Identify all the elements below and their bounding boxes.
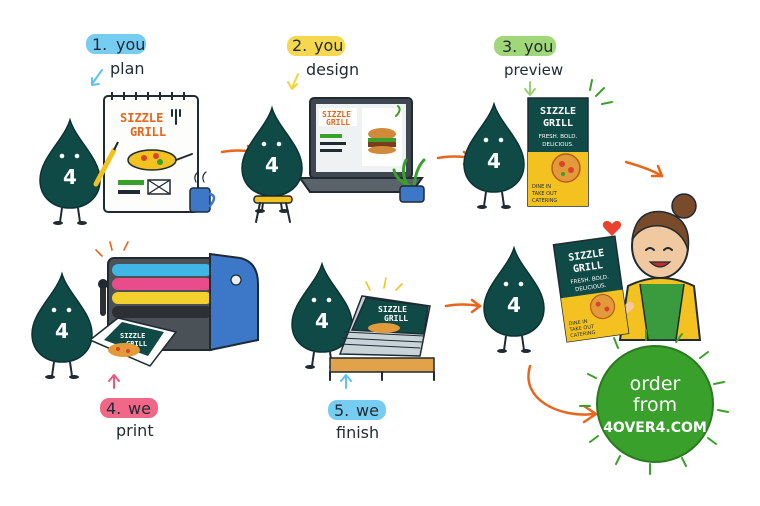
step-preview: 3. you preview 4 SIZZLE GRILL FRESH. BOL…	[463, 36, 613, 210]
step-verb: preview	[504, 61, 563, 79]
sheet-logo-line1: SIZZLE	[120, 332, 145, 340]
stack-logo-line2: GRILL	[384, 314, 408, 323]
flow-arrow-3-finale	[624, 160, 664, 178]
screen-logo-line2: GRILL	[326, 118, 350, 127]
sketch-logo-line2: GRILL	[130, 125, 166, 139]
pizza-sketch	[127, 149, 177, 171]
mascot-label: 4	[265, 153, 279, 177]
sketchbook: SIZZLE GRILL	[103, 92, 199, 213]
step-number: 2.	[292, 36, 307, 55]
step-number: 1.	[92, 35, 107, 54]
mascot-label: 4	[315, 309, 329, 333]
delivered-tagline-1: FRESH. BOLD.	[570, 274, 609, 285]
step-verb: plan	[110, 59, 145, 78]
delivered-tagline-2: DELICIOUS.	[575, 283, 607, 293]
plant-icon	[392, 158, 426, 203]
order-site-link[interactable]: 4OVER4.COM	[603, 420, 707, 436]
step-plan: 1. you plan SIZZLE GRILL 4	[39, 34, 216, 226]
finished-stack: SIZZLE GRILL	[329, 295, 435, 381]
step-label-highlight	[494, 36, 556, 56]
step-verb: design	[306, 60, 359, 79]
poster-line1: SIZZLE	[540, 106, 576, 117]
delivered-service-2: TAKE OUT	[568, 324, 595, 334]
poster-service-3: CATERING	[532, 198, 557, 204]
delivered-service-3: CATERING	[570, 330, 596, 339]
flow-arrow-to-order	[527, 364, 596, 416]
screen-logo-line1: SIZZLE	[322, 110, 351, 119]
poster-service-1: DINE IN	[532, 184, 551, 190]
pencil-icon	[93, 147, 117, 187]
step-number: 3.	[502, 37, 517, 56]
flow-arrow-5-delivery	[444, 298, 482, 314]
step-pronoun: you	[524, 37, 553, 56]
step-pronoun: we	[128, 399, 151, 418]
poster-tagline-2: DELICIOUS.	[542, 142, 574, 148]
coffee-mug-icon	[189, 171, 216, 213]
step-label-highlight	[86, 34, 146, 54]
sheet-logo-line2: GRILL	[126, 340, 147, 348]
step-label-highlight	[100, 398, 158, 418]
poster-line2: GRILL	[543, 118, 573, 129]
delivered-poster-line1: SIZZLE	[568, 248, 605, 264]
pointer-arrow	[91, 69, 103, 85]
printed-sheet: SIZZLE GRILL	[88, 317, 178, 367]
mascot-label: 4	[55, 319, 69, 343]
delivered-poster-line2: GRILL	[572, 260, 603, 275]
step-verb: print	[116, 421, 154, 440]
step-pronoun: you	[314, 36, 343, 55]
order-line2: from	[633, 394, 677, 416]
mascot-label: 4	[63, 165, 77, 189]
step-number: 5.	[334, 401, 349, 420]
step-finish: 4 SIZZLE GRILL 5. we finish	[291, 263, 435, 442]
order-line1: order	[630, 373, 681, 395]
step-number: 4.	[106, 399, 121, 418]
mascot-label: 4	[487, 149, 501, 173]
heart-icon	[602, 221, 622, 236]
step-verb: finish	[336, 423, 379, 442]
poster-service-2: TAKE OUT	[531, 191, 558, 197]
poster-tagline-1: FRESH. BOLD.	[539, 134, 578, 140]
step-pronoun: you	[116, 35, 145, 54]
poster-preview: SIZZLE GRILL FRESH. BOLD. DELICIOUS. DIN…	[527, 97, 589, 207]
step-pronoun: we	[356, 401, 379, 420]
delivered-service-1: DINE IN	[568, 319, 588, 328]
stool	[253, 195, 293, 223]
order-badge[interactable]: order from 4OVER4.COM	[579, 329, 729, 475]
step-design: 2. you design SIZZLE GRILL 4	[241, 36, 426, 223]
step-label-highlight	[287, 36, 345, 56]
laptop-icon: SIZZLE GRILL	[298, 97, 424, 193]
step-print: 4 SIZZLE GRILL 4. we print	[31, 241, 259, 440]
mascot-label: 4	[507, 293, 521, 317]
poster-delivered: SIZZLE GRILL FRESH. BOLD. DELICIOUS. DIN…	[552, 235, 630, 343]
stack-logo-line1: SIZZLE	[378, 305, 407, 314]
sketch-logo-line1: SIZZLE	[120, 111, 163, 125]
step-label-highlight	[328, 400, 386, 420]
step-delivery: 4 SIZZLE GRILL FRESH. BOLD. DELICIOUS. D…	[483, 193, 702, 354]
